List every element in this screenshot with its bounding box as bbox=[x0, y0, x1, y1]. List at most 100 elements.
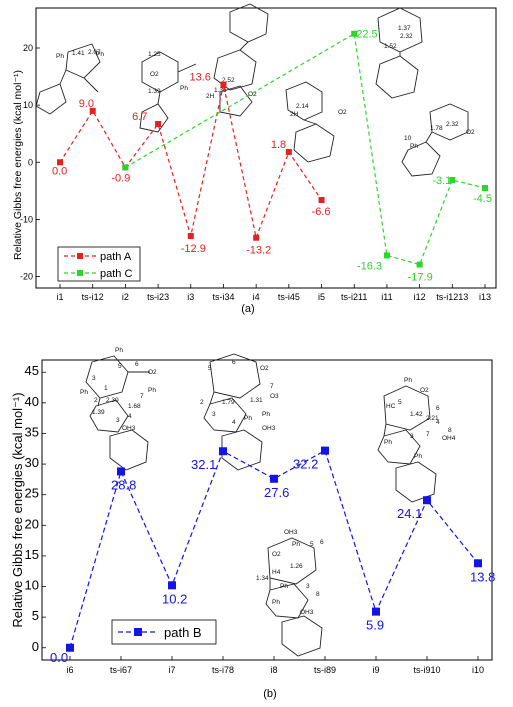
chart-a-panel-label: (a) bbox=[241, 303, 254, 315]
chart-b-plot-frame bbox=[41, 359, 493, 661]
y-tick-label: 40 bbox=[25, 394, 39, 409]
structure-bond bbox=[209, 391, 215, 405]
structure-ring bbox=[109, 429, 149, 471]
x-tick-label: i8 bbox=[270, 665, 277, 675]
series-line bbox=[69, 449, 479, 648]
structure-label: H4 bbox=[272, 569, 281, 576]
structure-label: 3 bbox=[306, 583, 310, 590]
x-tick-label: i5 bbox=[318, 292, 325, 302]
structure-label: Ph bbox=[280, 583, 288, 590]
structure-bond bbox=[83, 77, 99, 93]
structure-label: OH3 bbox=[262, 425, 276, 432]
structure-label: 5 bbox=[208, 365, 212, 372]
structure-label: 4 bbox=[128, 413, 132, 420]
y-tick-label: 20 bbox=[25, 516, 39, 531]
data-point bbox=[321, 446, 329, 455]
structure-label: HC bbox=[386, 403, 396, 410]
data-label: -13.2 bbox=[246, 245, 271, 257]
data-point bbox=[474, 559, 482, 568]
chart-b-panel-label: (b) bbox=[263, 688, 276, 700]
data-point bbox=[318, 197, 325, 203]
structure-label: 8 bbox=[448, 427, 452, 434]
structure-label: 2.52 bbox=[222, 77, 235, 84]
structure-bond bbox=[59, 69, 67, 85]
data-point bbox=[219, 447, 227, 456]
structure-label: 1.39 bbox=[92, 409, 105, 416]
structure-label: O2 bbox=[466, 129, 475, 136]
y-tick-label: 30 bbox=[25, 455, 39, 470]
legend-marker-path-c bbox=[77, 270, 83, 276]
data-point bbox=[155, 121, 162, 127]
data-label: 1.8 bbox=[271, 139, 286, 151]
x-tick-label: i11 bbox=[381, 292, 392, 302]
structure-label: 1.52 bbox=[384, 43, 397, 50]
y-tick-label: -20 bbox=[20, 272, 33, 282]
data-point bbox=[482, 185, 488, 191]
structure-label: 4 bbox=[232, 419, 236, 426]
structure-ring bbox=[221, 429, 263, 471]
data-label: 27.6 bbox=[264, 485, 289, 500]
x-tick-label: i10 bbox=[472, 665, 484, 675]
structure-label: O2 bbox=[260, 365, 269, 372]
data-label: 0.0 bbox=[52, 165, 67, 177]
x-tick-label: i13 bbox=[479, 292, 491, 302]
structure-label: 8 bbox=[316, 591, 320, 598]
structure-label: 6 bbox=[232, 359, 236, 366]
structure-label: Ph bbox=[80, 389, 88, 396]
data-point bbox=[449, 177, 456, 183]
structure-label: OH3 bbox=[284, 529, 298, 536]
x-tick-label: ts-i34 bbox=[212, 292, 234, 302]
structure-ring bbox=[35, 83, 67, 115]
structure-label: Ph bbox=[244, 415, 252, 422]
chart-b-y-axis-title: Relative Gibbs free energies (kcal mol⁻¹… bbox=[10, 392, 25, 627]
chart-b-legend: path B bbox=[111, 619, 217, 645]
structure-label: 2.21 bbox=[426, 415, 439, 422]
x-tick-label: i3 bbox=[187, 292, 194, 302]
data-label: 10.2 bbox=[162, 591, 187, 606]
structure-label: Ph bbox=[384, 439, 392, 446]
data-label: 28.8 bbox=[111, 477, 136, 492]
structure-label: Ph bbox=[272, 599, 280, 606]
x-tick-label: ts-i12 bbox=[82, 292, 104, 302]
data-point bbox=[383, 252, 390, 259]
structure-label: 1 bbox=[104, 385, 108, 392]
data-label: -3.1 bbox=[432, 175, 451, 187]
data-point bbox=[372, 607, 380, 616]
chart-a-structure-sketches bbox=[35, 3, 469, 177]
x-tick-label: i1 bbox=[56, 292, 63, 302]
structure-label: 1.79 bbox=[222, 399, 235, 406]
structure-ring bbox=[377, 7, 423, 53]
structure-label: 7 bbox=[140, 393, 144, 400]
structure-ring bbox=[139, 103, 169, 133]
structure-ring bbox=[85, 355, 129, 399]
structure-bond bbox=[157, 91, 161, 105]
chart-b-structure-sketches bbox=[85, 353, 437, 657]
legend-marker-path-a bbox=[77, 253, 83, 259]
data-label: -6.6 bbox=[312, 206, 331, 218]
structure-label: 5 bbox=[310, 541, 314, 548]
structure-bond bbox=[177, 63, 197, 73]
structure-label: 2.32 bbox=[400, 33, 413, 40]
structure-label: 4 bbox=[436, 419, 440, 426]
structure-label: O2 bbox=[272, 551, 281, 558]
structure-label: 1.36 bbox=[214, 87, 227, 94]
data-label: 22.5 bbox=[356, 29, 377, 41]
x-tick-label: ts-i78 bbox=[212, 665, 234, 675]
structure-label: Ph bbox=[292, 541, 300, 548]
structure-label: OH3 bbox=[300, 609, 314, 616]
data-point bbox=[220, 81, 227, 88]
structure-label: 2.07 bbox=[88, 49, 101, 56]
chart-a-plot-frame bbox=[35, 7, 497, 289]
structure-label: 2 bbox=[200, 399, 204, 406]
data-point bbox=[416, 261, 423, 268]
y-tick-label: 15 bbox=[25, 547, 39, 562]
data-label: 5.9 bbox=[366, 618, 384, 633]
structure-label: 2H bbox=[206, 93, 215, 100]
structure-label: 2 bbox=[94, 397, 98, 404]
structure-ring bbox=[293, 123, 335, 163]
y-tick-label: -10 bbox=[20, 214, 33, 224]
data-label: 9.0 bbox=[79, 98, 94, 110]
